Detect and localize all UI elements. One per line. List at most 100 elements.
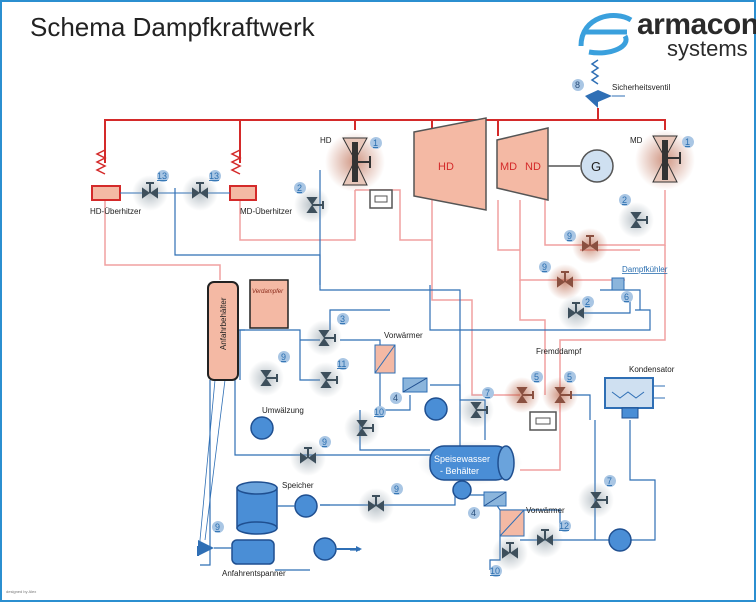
- number-11: 11: [337, 359, 346, 369]
- valve-9e[interactable]: [368, 495, 384, 512]
- valve-13b[interactable]: [192, 182, 208, 199]
- steam-lines: [104, 108, 666, 163]
- number-badge-7b: [604, 475, 616, 487]
- outlet-arrow-icon: [356, 546, 362, 552]
- sicherheitsventil[interactable]: [585, 59, 625, 108]
- number-4b: 4: [471, 508, 476, 518]
- label-hd-valve: HD: [320, 136, 332, 145]
- number-12: 12: [559, 521, 569, 531]
- valve-7a[interactable]: [470, 402, 488, 418]
- number-13a: 13: [157, 171, 167, 181]
- label-speisewasser-1: Speisewasser: [434, 454, 490, 464]
- number-badge-3: [337, 313, 349, 325]
- company-logo: armacon systems: [575, 6, 756, 64]
- speisewasser-behaelter[interactable]: Speisewasser - Behälter: [429, 445, 515, 500]
- number-badge-4a: [390, 392, 402, 404]
- number-7a: 7: [485, 388, 490, 398]
- hd-turbine[interactable]: HD: [413, 117, 487, 211]
- hd-valve[interactable]: [342, 137, 371, 186]
- label-vorwaermer-top: Vorwärmer: [384, 331, 423, 340]
- md-ueberhitzer[interactable]: [229, 185, 257, 201]
- label-vorwaermer-bottom: Vorwärmer: [526, 506, 565, 515]
- label-umwaelzung: Umwälzung: [262, 406, 304, 415]
- md-valve[interactable]: [652, 135, 681, 183]
- number-badge-10b: [490, 565, 502, 577]
- relief-valve-9[interactable]: [197, 540, 232, 556]
- label-sicherheitsventil: Sicherheitsventil: [612, 83, 670, 92]
- number-badge-2c: [582, 296, 594, 308]
- verdampfer[interactable]: [249, 279, 289, 329]
- valve-13a[interactable]: [142, 182, 158, 199]
- generator[interactable]: G: [580, 149, 614, 183]
- number-9c: 9: [281, 352, 286, 362]
- number-badge-1a: [370, 137, 382, 149]
- number-badge-6: [621, 291, 633, 303]
- number-9f: 9: [215, 522, 220, 532]
- actuator-icon-2: [535, 417, 551, 425]
- pump-speicher[interactable]: [294, 494, 318, 518]
- number-badge-9e: [391, 483, 403, 495]
- valve-10a[interactable]: [356, 420, 374, 436]
- valve-9d[interactable]: [300, 447, 316, 464]
- number-badge-7a: [482, 387, 494, 399]
- valve-2c[interactable]: [568, 302, 584, 319]
- speicher-tank[interactable]: [236, 481, 278, 535]
- label-generator: G: [591, 159, 601, 174]
- number-10b: 10: [490, 566, 500, 576]
- valve-2a[interactable]: [306, 197, 324, 213]
- dampfkuehler[interactable]: [611, 277, 625, 291]
- label-md-valve: MD: [630, 136, 643, 145]
- pump-umwaelzung[interactable]: [250, 416, 274, 440]
- number-3: 3: [340, 314, 345, 324]
- number-8: 8: [575, 80, 580, 90]
- page-title: Schema Dampfkraftwerk: [30, 12, 315, 42]
- valve-9c[interactable]: [260, 370, 278, 386]
- hd-ueberhitzer[interactable]: [91, 185, 121, 201]
- valve-5b[interactable]: [554, 387, 572, 403]
- credit-text: designed by Alex: [6, 589, 37, 594]
- number-badge-12: [559, 520, 571, 532]
- valve-2b[interactable]: [630, 212, 648, 228]
- number-10a: 10: [374, 407, 384, 417]
- number-badge-9c: [278, 351, 290, 363]
- number-badge-5a: [531, 371, 543, 383]
- number-badge-8: [572, 79, 584, 91]
- armacon-as-logo-icon: [578, 13, 633, 56]
- label-anfahrentspanner: Anfahrentspanner: [222, 569, 286, 578]
- md-nd-turbine[interactable]: MD ND: [496, 127, 549, 201]
- anfahrbehaelter[interactable]: [207, 281, 239, 381]
- valve-9b[interactable]: [557, 271, 573, 288]
- number-7b: 7: [607, 476, 612, 486]
- label-md-ueberhitzer: MD-Überhitzer: [240, 207, 292, 216]
- anfahrentspanner[interactable]: [231, 539, 275, 565]
- label-nd-turbine: ND: [525, 161, 541, 173]
- anfahrbehaelter-feed-lines: [199, 379, 226, 545]
- number-5a: 5: [534, 372, 539, 382]
- number-badge-9d: [319, 436, 331, 448]
- valve-12[interactable]: [537, 529, 553, 546]
- pump-anfahrentspanner[interactable]: [313, 537, 337, 561]
- number-9b: 9: [542, 262, 547, 272]
- actuator-icon: [374, 195, 388, 203]
- valve-3[interactable]: [318, 330, 336, 346]
- logo-word-systems: systems: [667, 36, 748, 61]
- label-md-turbine: MD: [500, 161, 517, 173]
- logo-word-armacon: armacon: [637, 8, 756, 41]
- number-2c: 2: [585, 297, 590, 307]
- valve-5a[interactable]: [516, 387, 534, 403]
- valve-10b[interactable]: [502, 542, 518, 559]
- label-fremddampf: Fremddampf: [536, 347, 582, 356]
- valve-9a[interactable]: [582, 235, 598, 252]
- pump-feedwater[interactable]: [424, 397, 448, 421]
- label-kondensator: Kondensator: [629, 365, 675, 374]
- number-badge-5b: [564, 371, 576, 383]
- label-hd-ueberhitzer: HD-Überhitzer: [90, 207, 141, 216]
- control-valves: [132, 175, 654, 571]
- valve-7b[interactable]: [590, 492, 608, 508]
- number-1a: 1: [373, 138, 378, 148]
- valve-11[interactable]: [320, 372, 338, 388]
- label-verdampfer: Verdampfer: [252, 289, 284, 295]
- pump-kondensat[interactable]: [608, 528, 632, 552]
- number-badge-9f: [212, 521, 224, 533]
